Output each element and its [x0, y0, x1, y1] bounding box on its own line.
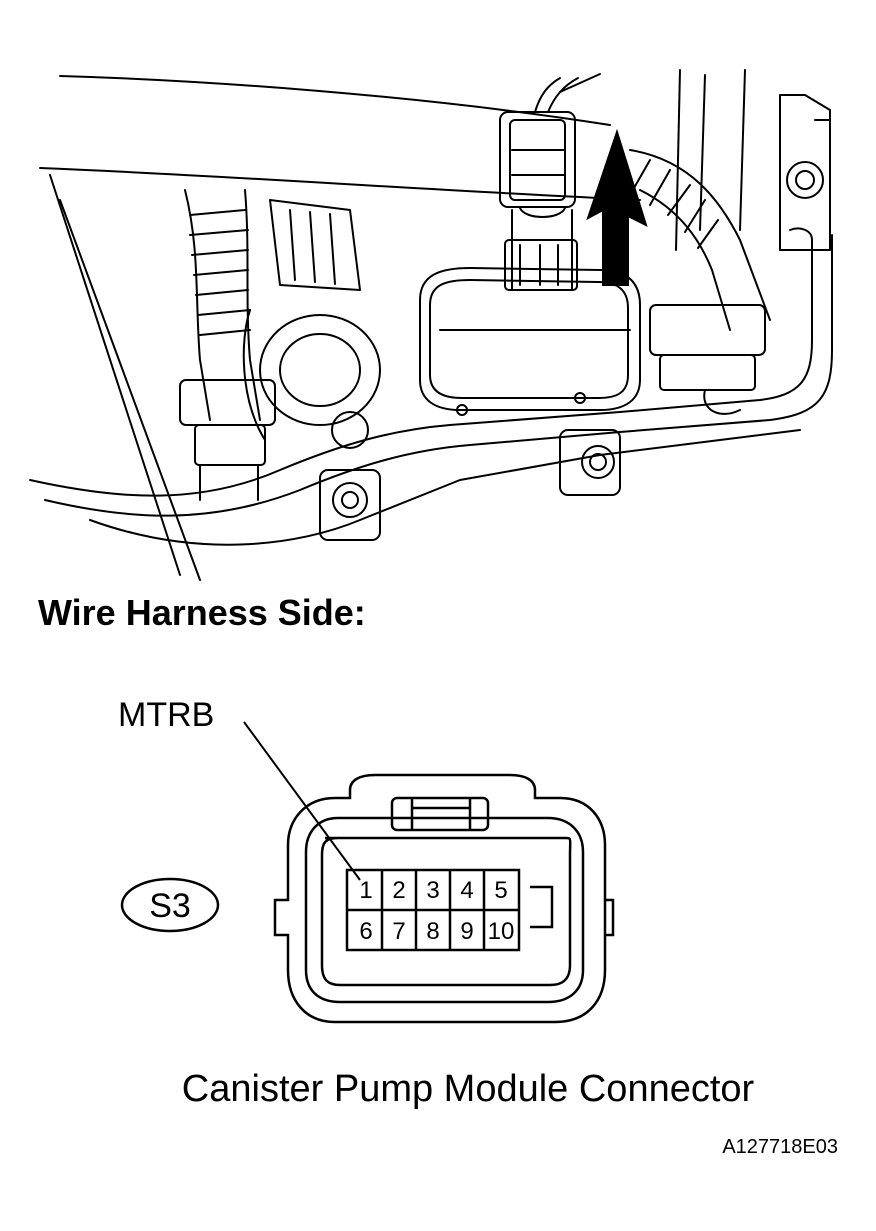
pin-label-10: 10: [488, 918, 515, 945]
pin-label-5: 5: [494, 877, 507, 904]
pin-label-9: 9: [460, 918, 473, 945]
engine-bay-illustration: [29, 69, 833, 581]
pin-label-2: 2: [392, 877, 405, 904]
pin-label-6: 6: [359, 918, 372, 945]
connector-housing-inner: [304, 816, 585, 1004]
terminal-callout-label: MTRB: [118, 696, 214, 734]
pin-label-7: 7: [392, 918, 405, 945]
pin-label-3: 3: [426, 877, 439, 904]
connector-code: S3: [149, 887, 191, 925]
up-arrow-icon: [586, 128, 648, 286]
callout-leader-line: [243, 721, 361, 881]
section-heading: Wire Harness Side:: [38, 592, 366, 633]
connector-diagram: 1 2 3 4 5 6 7 8 9 10 MTRB S3: [118, 696, 615, 1024]
connector-code-ellipse: [120, 877, 220, 933]
connector-latch: [390, 796, 490, 832]
connector-housing-outer: [273, 773, 607, 1024]
pin-label-4: 4: [460, 877, 473, 904]
diagram-caption: Canister Pump Module Connector: [181, 1068, 755, 1110]
pin-label-1: 1: [359, 877, 372, 904]
pin-label-8: 8: [426, 918, 439, 945]
figure-id: A127718E03: [722, 1136, 838, 1158]
